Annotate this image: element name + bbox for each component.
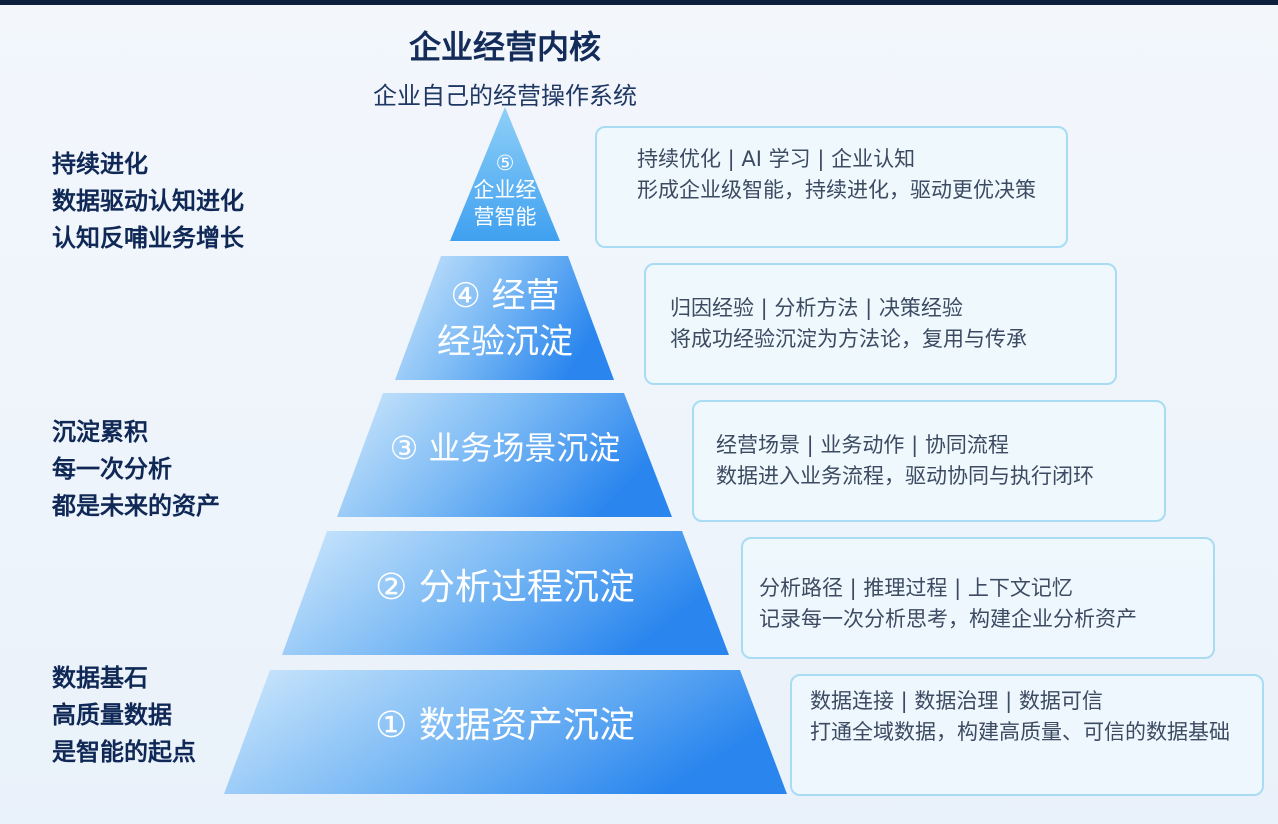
tier-label-1: ① 数据资产沉淀 [280, 705, 730, 746]
pyramid-tier-5 [450, 107, 560, 241]
side-note-line: 沉淀累积 [52, 418, 148, 446]
card-tags: 持续优化 | AI 学习 | 企业认知 [637, 147, 916, 171]
card-description: 打通全域数据，构建高质量、可信的数据基础 [810, 720, 1230, 744]
side-note-line: 认知反哺业务增长 [52, 224, 244, 252]
tier-label-line: ④ 经营 [450, 276, 560, 316]
page-subtitle: 企业自己的经营操作系统 [373, 82, 637, 110]
card-tier-3: 经营场景 | 业务动作 | 协同流程 数据进入业务流程，驱动协同与执行闭环 [692, 400, 1166, 522]
tier-label-line: 营智能 [473, 205, 537, 229]
tier-label-line: ① 数据资产沉淀 [375, 705, 635, 746]
side-note-line: 都是未来的资产 [52, 492, 220, 520]
side-note-evolution: 持续进化 数据驱动认知进化 认知反哺业务增长 [52, 146, 244, 257]
side-note-line: 高质量数据 [52, 701, 172, 729]
side-note-accumulation: 沉淀累积 每一次分析 都是未来的资产 [52, 414, 220, 525]
side-note-foundation: 数据基石 高质量数据 是智能的起点 [52, 660, 196, 771]
tier-label-line: ⑤ [495, 151, 515, 175]
tier-label-5: ⑤ 企业经 营智能 [455, 150, 555, 231]
card-tier-4: 归因经验 | 分析方法 | 决策经验 将成功经验沉淀为方法论，复用与传承 [644, 263, 1117, 385]
card-tags: 分析路径 | 推理过程 | 上下文记忆 [759, 576, 1073, 600]
tier-label-3: ③ 业务场景沉淀 [350, 430, 660, 467]
card-description: 形成企业级智能，持续进化，驱动更优决策 [637, 178, 1036, 202]
side-note-line: 每一次分析 [52, 455, 172, 483]
page-title: 企业经营内核 [408, 28, 601, 66]
card-tags: 经营场景 | 业务动作 | 协同流程 [716, 433, 1009, 457]
card-tags: 数据连接 | 数据治理 | 数据可信 [810, 689, 1103, 713]
top-edge-bar [0, 0, 1278, 5]
pyramid-tier-1 [224, 670, 787, 794]
tier-label-2: ② 分析过程沉淀 [290, 567, 720, 608]
tier-label-4: ④ 经营 经验沉淀 [405, 273, 605, 365]
card-description: 记录每一次分析思考，构建企业分析资产 [759, 607, 1137, 631]
side-note-line: 持续进化 [52, 150, 148, 178]
card-tags: 归因经验 | 分析方法 | 决策经验 [670, 296, 963, 320]
tier-label-line: 经验沉淀 [437, 322, 573, 362]
tier-label-line: 企业经 [473, 178, 537, 202]
side-note-line: 是智能的起点 [52, 738, 196, 766]
pyramid-tier-4 [395, 256, 614, 380]
tier-label-line: ② 分析过程沉淀 [375, 567, 635, 608]
card-tier-1: 数据连接 | 数据治理 | 数据可信 打通全域数据，构建高质量、可信的数据基础 [790, 674, 1264, 796]
pyramid-tier-3 [337, 393, 672, 517]
pyramid-tier-2 [282, 531, 729, 655]
card-tier-2: 分析路径 | 推理过程 | 上下文记忆 记录每一次分析思考，构建企业分析资产 [741, 537, 1215, 659]
card-description: 数据进入业务流程，驱动协同与执行闭环 [716, 464, 1094, 488]
card-tier-5: 持续优化 | AI 学习 | 企业认知 形成企业级智能，持续进化，驱动更优决策 [595, 126, 1068, 248]
side-note-line: 数据驱动认知进化 [52, 187, 244, 215]
tier-label-line: ③ 业务场景沉淀 [389, 429, 621, 467]
side-note-line: 数据基石 [52, 664, 148, 692]
card-description: 将成功经验沉淀为方法论，复用与传承 [670, 327, 1027, 351]
